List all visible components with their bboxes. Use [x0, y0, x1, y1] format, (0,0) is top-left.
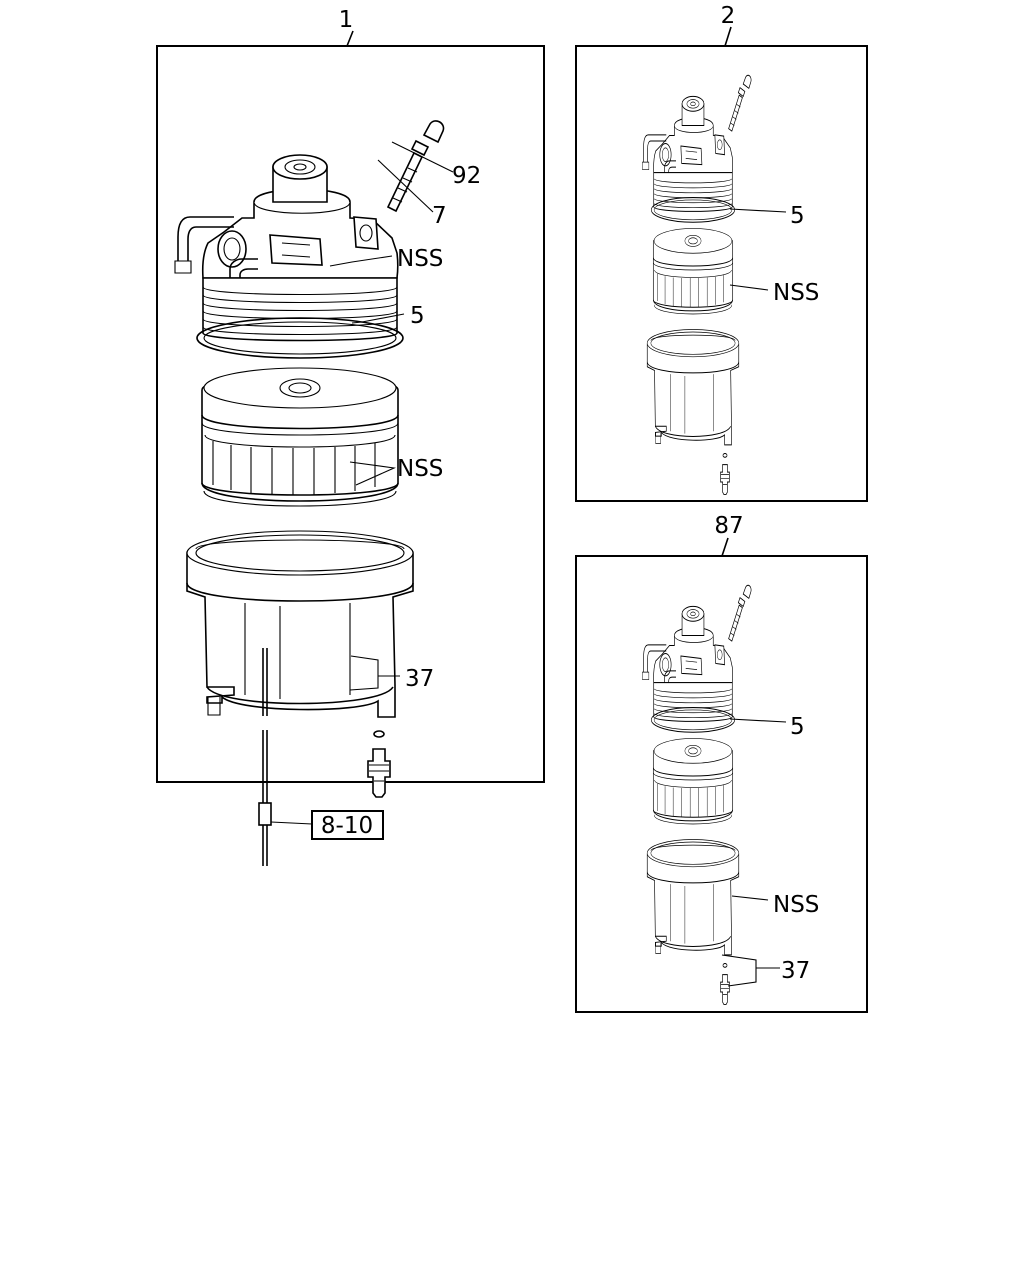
panel-87-frame: [575, 555, 868, 1013]
callout-37-p87: 37: [781, 958, 810, 984]
reference-box: [311, 810, 384, 840]
panel-2: 2 5 NSS: [575, 3, 868, 502]
callout-nss-head: NSS: [397, 246, 443, 272]
panel-1-label: 1: [339, 7, 354, 33]
callout-5: 5: [410, 303, 425, 329]
callout-37: 37: [405, 666, 434, 692]
drain-hose: 8-10: [258, 648, 384, 866]
panel-1-frame: [156, 45, 545, 783]
callout-92: 92: [452, 163, 481, 189]
panel-87-label: 87: [714, 513, 743, 539]
fuel-filter-assembly-2: [641, 74, 752, 495]
callout-5-p2: 5: [790, 203, 805, 229]
panel-1: 1 92 7 NSS 5 NSS 37: [156, 7, 545, 798]
callout-7: 7: [432, 203, 447, 229]
panel-87: 87 5 NSS 37: [575, 513, 868, 1013]
fuel-filter-assembly-87: [641, 584, 752, 1005]
callout-nss-p2: NSS: [773, 280, 819, 306]
panel-2-frame: [575, 45, 868, 502]
callout-nss-element: NSS: [397, 456, 443, 482]
panel-2-label: 2: [721, 3, 736, 29]
callout-nss-p87: NSS: [773, 892, 819, 918]
callout-5-p87: 5: [790, 714, 805, 740]
reference-8-10: 8-10: [321, 813, 373, 839]
